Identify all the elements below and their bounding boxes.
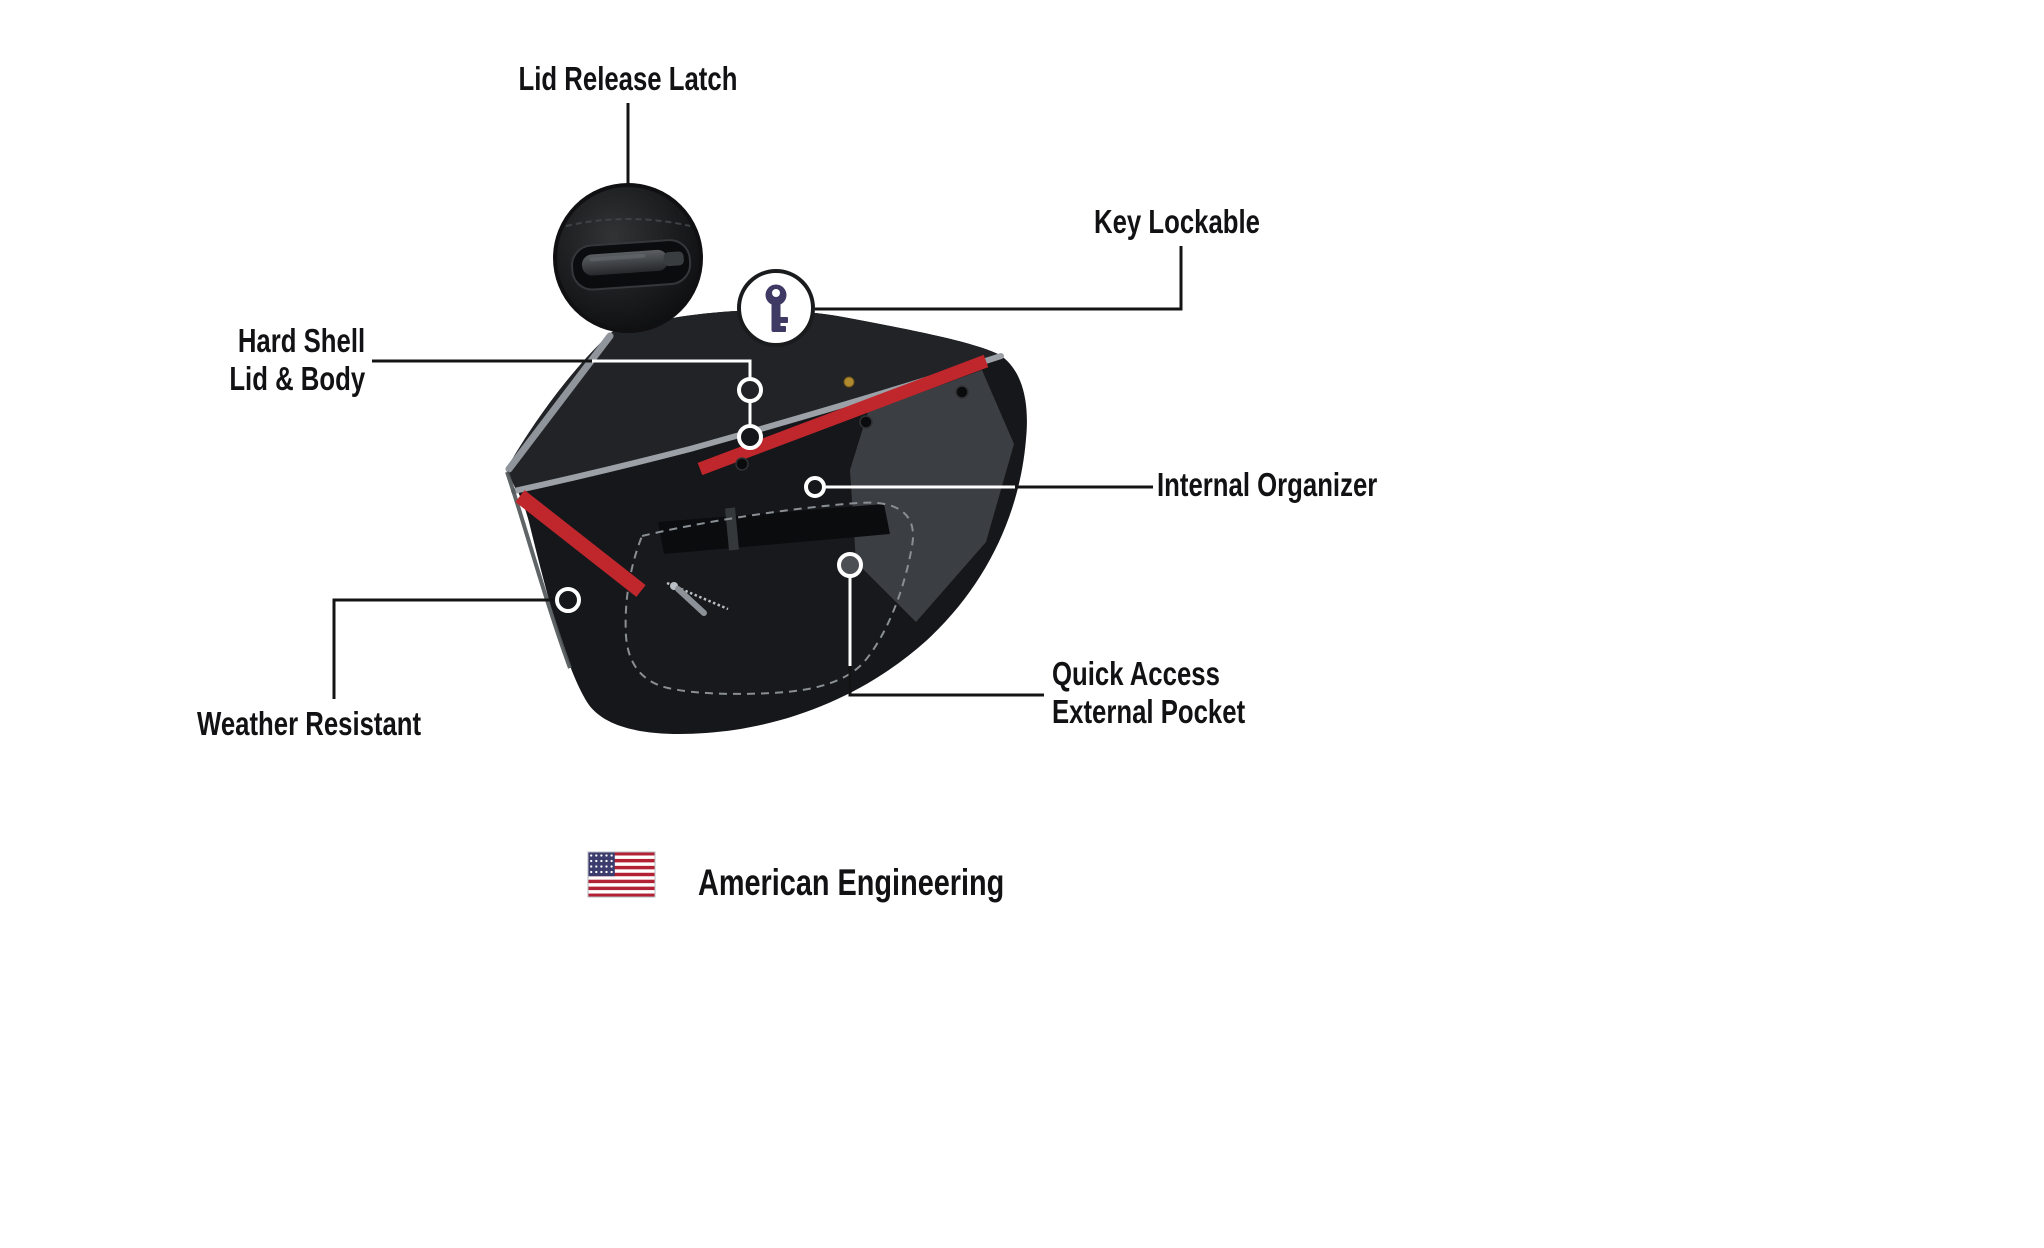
saddlebag-illustration [505, 310, 1027, 734]
flag-red-stripes [588, 852, 655, 897]
marker-hard-shell-body [737, 424, 763, 450]
key-icon [765, 284, 788, 332]
leader-key-lockable [815, 246, 1183, 311]
left-slope-trim [505, 332, 614, 473]
us-flag-icon [587, 851, 656, 898]
callout-markers [555, 377, 863, 613]
label-hard-shell-line1: Hard Shell [237, 322, 365, 359]
leader-weather-resistant [332, 598, 554, 699]
leader-hard-shell-on-bag [592, 359, 752, 426]
label-weather-resistant: Weather Resistant [197, 705, 422, 742]
leader-lines-light [592, 359, 1015, 666]
leader-quick-access [848, 664, 1044, 697]
label-quick-access-line2: External Pocket [1052, 693, 1246, 730]
lid-rivets [735, 376, 969, 471]
lower-left-edge [505, 471, 572, 669]
glossy-reflection [850, 370, 1014, 622]
flag-stars [590, 854, 613, 874]
leader-lines-dark [332, 103, 1183, 699]
pocket-zipper [666, 581, 729, 616]
label-internal-organizer: Internal Organizer [1157, 466, 1378, 503]
label-quick-access-external-pocket: Quick Access External Pocket [1052, 655, 1245, 731]
label-lid-release-latch: Lid Release Latch [518, 60, 738, 97]
internal-organizer-slot [658, 504, 890, 554]
marker-weather-resistant [555, 587, 581, 613]
lid-latch-magnifier-icon [553, 183, 703, 333]
label-american-engineering: American Engineering [698, 862, 1005, 903]
key-badge [737, 269, 815, 347]
marker-hard-shell-lid [737, 377, 763, 403]
label-key-lockable: Key Lockable [1094, 203, 1260, 240]
label-hard-shell-lid-body: Hard Shell Lid & Body [229, 322, 365, 398]
accent-stripe-front [697, 354, 989, 476]
accent-stripe-left [515, 490, 646, 597]
label-hard-shell-line2: Lid & Body [229, 360, 365, 397]
marker-quick-access [837, 552, 863, 578]
marker-internal-organizer [804, 476, 826, 498]
organizer-divider-strap [725, 507, 739, 551]
label-quick-access-line1: Quick Access [1052, 655, 1220, 692]
